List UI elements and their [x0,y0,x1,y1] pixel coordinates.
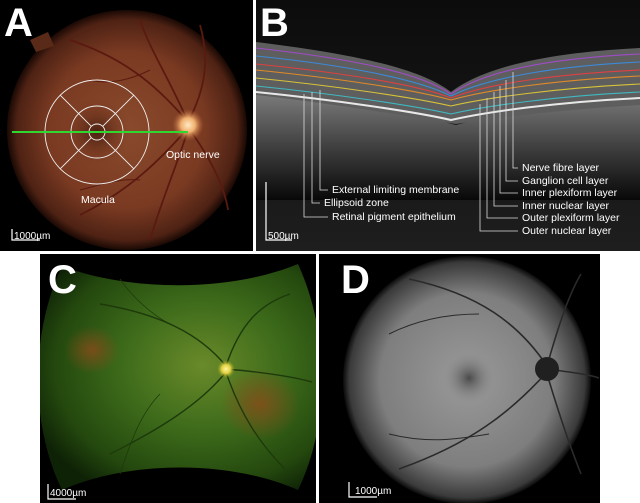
label-ganglion-cell-layer: Ganglion cell layer [522,175,609,187]
label-inner-nuclear-layer: Inner nuclear layer [522,200,609,212]
oct-image [256,0,640,251]
label-optic-nerve: Optic nerve [166,149,220,161]
panel-letter-c: C [48,258,77,302]
scale-text-a: 1000µm [14,231,51,242]
optic-disc-c [217,360,235,378]
panel-letter-b: B [260,1,289,45]
scale-bar-c [47,484,76,500]
widefield-image [40,264,316,500]
label-outer-plexiform-layer: Outer plexiform layer [522,212,620,224]
label-ellipsoid-zone: Ellipsoid zone [324,197,389,209]
panel-letter-d: D [341,258,370,302]
panel-letter-a: A [4,1,33,45]
widefield-vessels [99,278,313,475]
label-inner-plexiform-layer: Inner plexiform layer [522,187,618,199]
optic-disc-d [535,357,559,381]
leader-lines [303,72,518,232]
panel-a-fundus-photo: A Optic nerve Macula 1000µm [0,0,253,251]
scale-text-b: 500µm [268,231,299,242]
label-macula: Macula [81,194,115,206]
segmentation-lines [256,47,640,122]
label-nerve-fibre-layer: Nerve fibre layer [522,162,600,174]
panel-b-oct-scan: B Nerve fibre layer Ganglion cell layer … [256,0,640,251]
fundus-image [7,10,247,250]
scale-bar-b [265,182,292,241]
label-outer-nuclear-layer: Outer nuclear layer [522,225,612,237]
af-vessels [388,273,600,475]
scale-bar-d [348,482,377,498]
panel-c-widefield: C 4000µm [40,254,316,503]
reddish-region-2 [220,368,300,440]
panel-d-autofluorescence: D 1000µm [319,254,600,503]
scale-text-c: 4000µm [50,488,87,499]
optic-disc [172,109,204,141]
autofluorescence-image [343,256,600,503]
scale-bar-a [11,229,40,241]
label-external-limiting-membrane: External limiting membrane [332,184,460,196]
reddish-region [64,326,120,374]
scale-text-d: 1000µm [355,486,392,497]
label-retinal-pigment-epithelium: Retinal pigment epithelium [332,211,456,223]
af-macula [443,352,495,404]
fundus-notch [30,32,54,52]
